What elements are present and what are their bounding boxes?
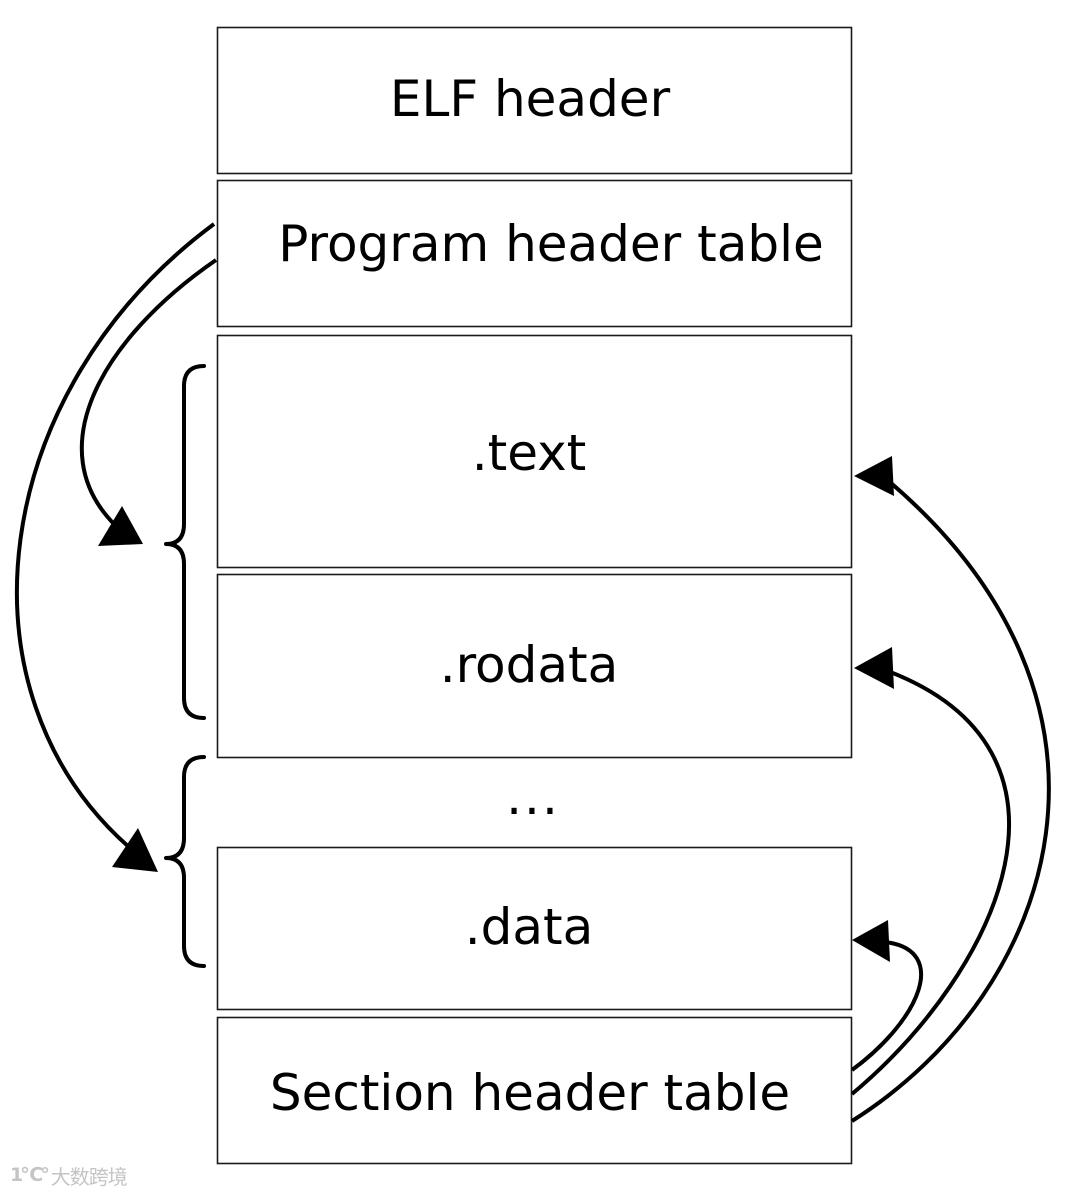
section-header-to-rodata-arrow [850,668,1011,1096]
text-section-label: .text [472,424,587,482]
data-section-label: .data [465,898,594,956]
watermark-text: 大数跨境 [50,1164,128,1189]
segment-2-arrowhead [112,828,158,872]
section-header-to-data-arrow [850,940,924,1072]
ellipsis-label: ... [506,768,560,826]
program-header-table-block: Program header table [216,179,853,328]
segment-1-arrowhead [98,506,143,546]
rodata-section-block: .rodata [216,573,853,759]
rodata-section-label: .rodata [440,636,619,694]
section-header-table-label: Section header table [270,1064,790,1122]
elf-header-label: ELF header [390,70,671,128]
segment-1-brace [164,364,206,720]
section-header-to-text-arrow [850,476,1051,1123]
section-header-table-block: Section header table [216,1016,853,1165]
data-section-block: .data [216,846,853,1011]
program-header-to-segment-1-arrow [79,258,218,527]
rodata-arrowhead [854,647,894,689]
watermark: 1℃° 大数跨境 [10,1162,128,1189]
data-arrowhead [852,920,890,962]
text-arrowhead [854,456,894,496]
text-section-block: .text [216,334,853,569]
elf-header-block: ELF header [216,26,853,175]
program-header-table-label: Program header table [278,215,824,273]
segment-2-brace [164,755,206,968]
watermark-logo: 1℃° [10,1164,50,1186]
program-header-to-segment-2-arrow [15,222,216,850]
